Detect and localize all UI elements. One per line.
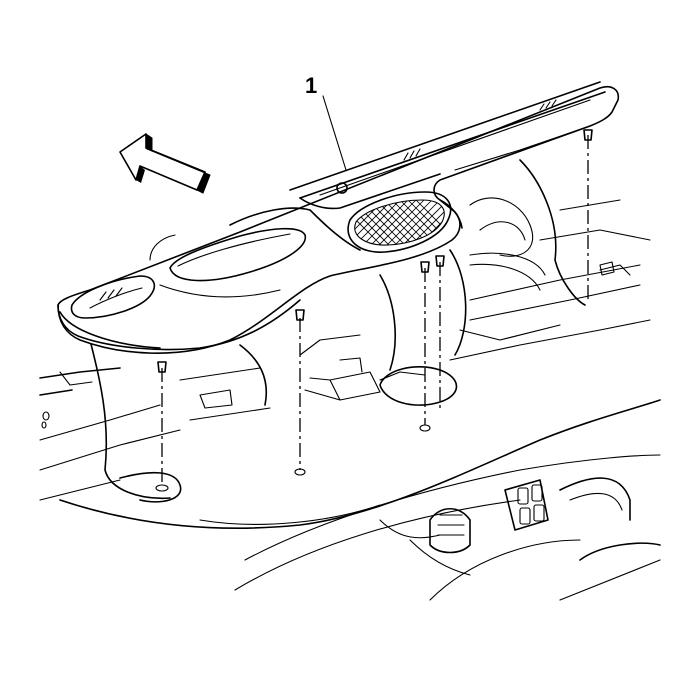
speaker-grille-icon	[347, 191, 452, 253]
callout-1: 1	[305, 73, 347, 171]
defrost-vent-slots	[99, 99, 557, 301]
vehicle-body-outline	[39, 199, 661, 601]
callout-number: 1	[305, 73, 317, 98]
dash-support-frame	[89, 159, 586, 500]
instrument-panel-upper-trim	[57, 81, 620, 354]
fastener-guide-lines	[155, 129, 593, 492]
sun-load-sensor	[336, 182, 348, 194]
front-direction-arrow-icon	[119, 133, 211, 194]
